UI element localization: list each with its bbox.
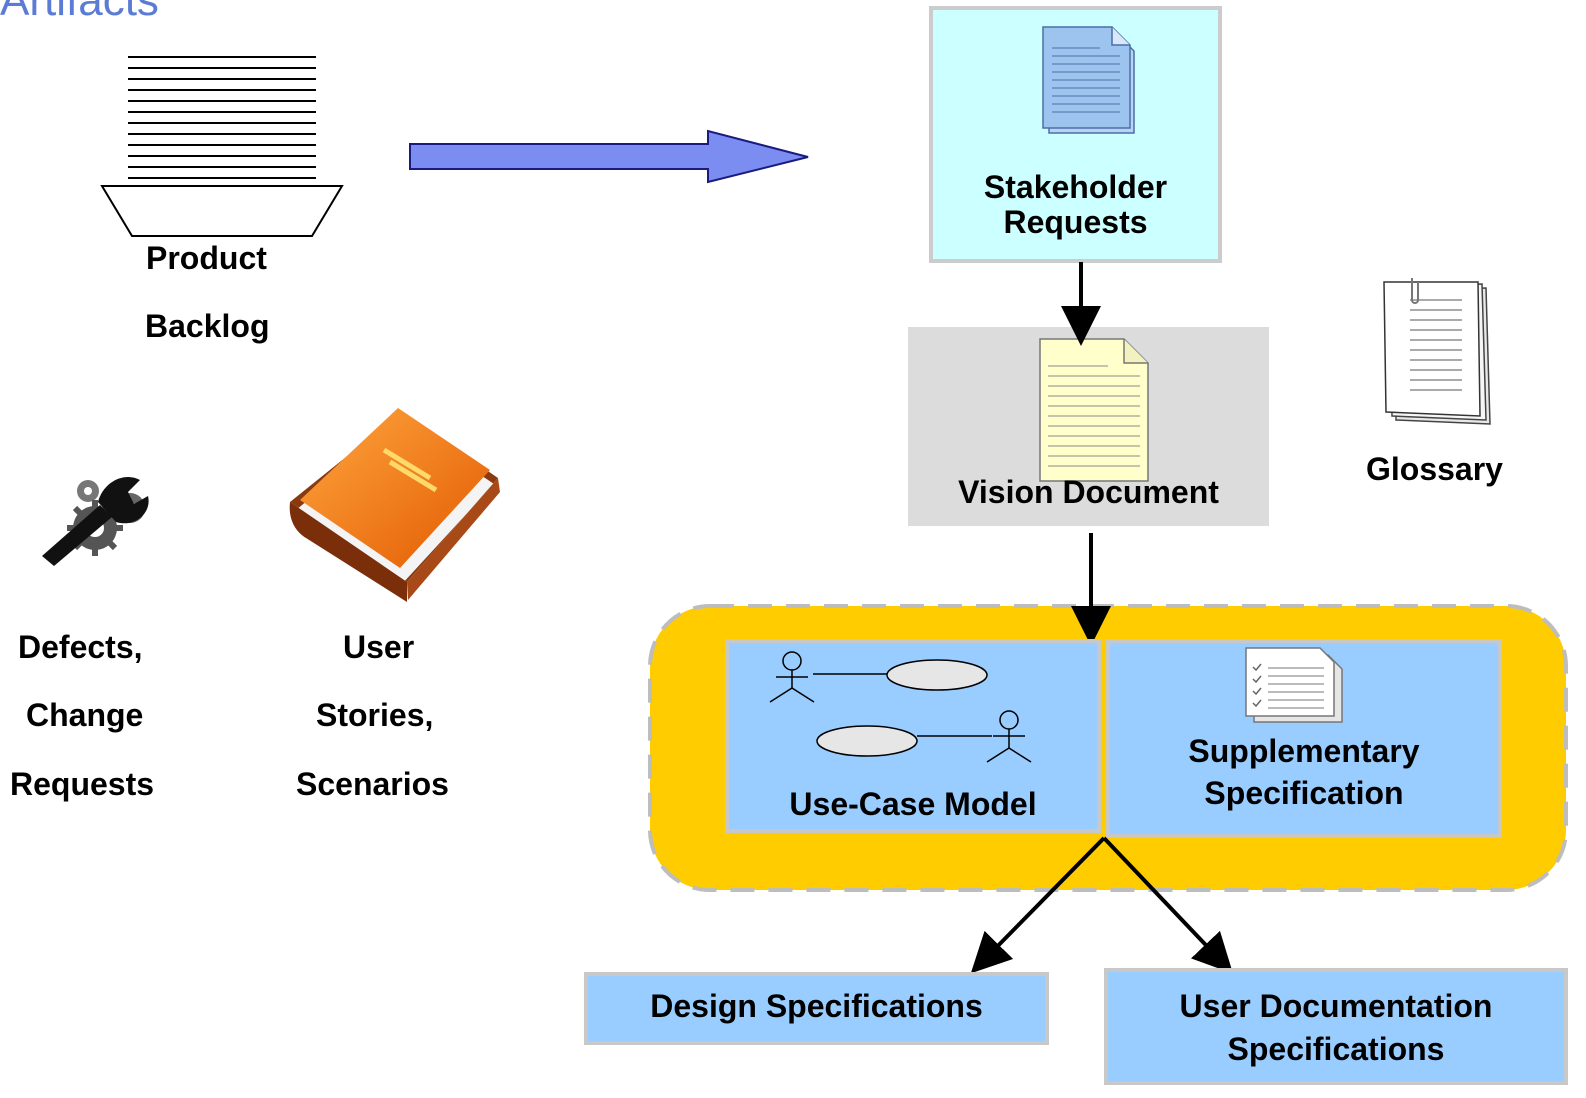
design-specifications-box[interactable] xyxy=(584,972,1049,1045)
use-case-diagram-icon xyxy=(769,651,1032,763)
product-backlog-label-1: Product xyxy=(146,240,267,276)
user-stories-label-3: Scenarios xyxy=(296,766,449,802)
user-documentation-box[interactable] xyxy=(1104,968,1568,1085)
vision-document-label: Vision Document xyxy=(958,474,1219,510)
supplementary-label-2: Specification xyxy=(1204,775,1404,811)
defects-label-1: Defects, xyxy=(18,629,143,665)
book-icon xyxy=(289,408,500,602)
user-doc-label-1: User Documentation xyxy=(1179,988,1493,1024)
page-title: Artifacts xyxy=(0,0,159,25)
product-backlog-icon xyxy=(100,56,344,237)
supplementary-label-1: Supplementary xyxy=(1188,733,1420,769)
backlog-to-stakeholder-arrow xyxy=(409,129,809,184)
stakeholder-label-2: Requests xyxy=(1003,204,1148,240)
wrench-gears-icon xyxy=(42,476,149,566)
user-doc-label-2: Specifications xyxy=(1227,1031,1445,1067)
use-case-model-label: Use-Case Model xyxy=(789,786,1037,822)
checklist-document-icon xyxy=(1245,647,1343,723)
glossary-icon xyxy=(1383,278,1491,425)
user-stories-label-1: User xyxy=(343,629,415,665)
defects-label-2: Change xyxy=(26,697,144,733)
to-user-doc-arrow xyxy=(1102,836,1234,974)
vision-document-icon xyxy=(1039,338,1149,482)
defects-label-3: Requests xyxy=(10,766,155,802)
product-backlog-label-2: Backlog xyxy=(145,308,270,344)
stakeholder-label-1: Stakeholder xyxy=(983,169,1168,205)
to-design-spec-arrow xyxy=(970,836,1106,974)
user-stories-label-2: Stories, xyxy=(316,697,434,733)
glossary-label: Glossary xyxy=(1366,451,1503,487)
stakeholder-document-icon xyxy=(1042,26,1135,134)
design-specifications-label: Design Specifications xyxy=(650,988,983,1024)
